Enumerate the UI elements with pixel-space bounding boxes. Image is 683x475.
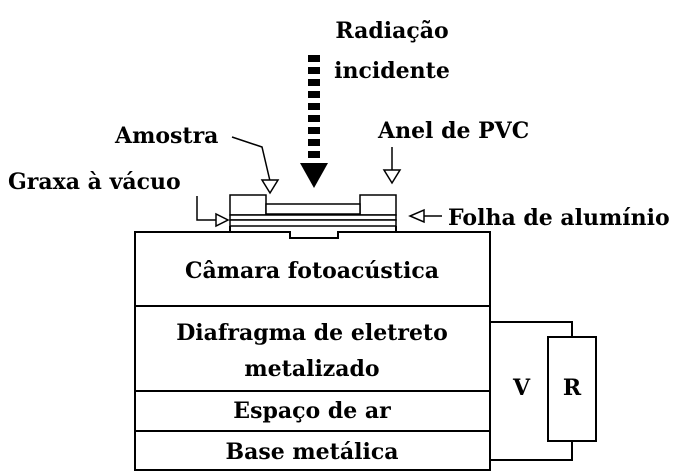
photoacoustic-chamber-label: Câmara fotoacústica <box>185 258 439 284</box>
pvc-ring-left <box>229 194 267 216</box>
resistor-label: R <box>563 375 582 401</box>
sample-layer <box>265 203 361 215</box>
grease-layer <box>229 219 397 227</box>
voltage-label: V <box>512 375 531 401</box>
chamber-opening <box>229 226 397 239</box>
pvc-ring-label: Anel de PVC <box>377 118 529 144</box>
vacuum-grease-pointer-head <box>215 212 230 228</box>
circuit-wire-bottom <box>490 441 573 461</box>
radiation-arrow <box>300 55 328 188</box>
pvc-ring-pointer-head <box>382 169 402 185</box>
aluminum-foil-label: Folha de alumínio <box>448 205 670 231</box>
resistor <box>547 336 597 442</box>
aluminum-foil-pointer-head <box>408 208 425 224</box>
sample-pointer <box>231 136 271 182</box>
sample-holder <box>229 194 397 227</box>
radiation-label-line2: incidente <box>334 58 450 84</box>
diaphragm-label-line2: metalizado <box>244 356 379 382</box>
cell-outline <box>134 231 491 471</box>
vacuum-grease-label: Graxa à vácuo <box>8 169 181 195</box>
diaphragm-label-line1: Diafragma de eletreto <box>176 320 448 346</box>
pvc-ring-right <box>359 194 397 216</box>
radiation-label-line1: Radiação <box>335 18 448 44</box>
circuit-wire <box>490 321 573 337</box>
air-gap-label: Espaço de ar <box>233 398 391 424</box>
vacuum-grease-pointer <box>196 196 216 221</box>
sample-label: Amostra <box>114 123 218 149</box>
measurement-circuit <box>490 321 597 461</box>
metal-base-label: Base metálica <box>226 439 399 465</box>
cell-body <box>134 226 491 471</box>
sample-pointer-head <box>260 179 280 195</box>
